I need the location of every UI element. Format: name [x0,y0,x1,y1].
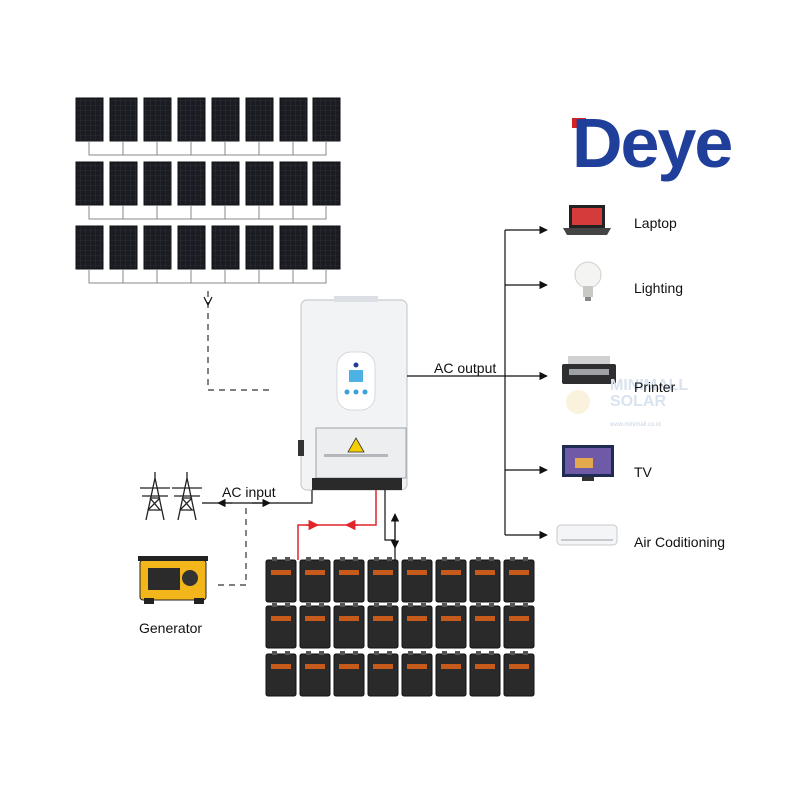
solar-panel [279,97,308,142]
battery-cell [367,557,399,603]
solar-panel [177,225,206,270]
generator-icon [138,556,208,604]
battery-cell [265,603,297,649]
battery-cell [401,557,433,603]
watermark-bottom: SOLAR [610,393,666,410]
battery-cell [333,603,365,649]
battery-cell [367,603,399,649]
ac-input-wiring [202,490,313,586]
battery-cell [435,651,467,697]
solar-panel [312,97,341,142]
solar-panel [312,161,341,206]
solar-panel [75,225,104,270]
solar-panel [143,97,172,142]
battery-cell [401,603,433,649]
battery-cell [299,603,331,649]
solar-panel-array [75,97,341,284]
solar-panel [143,225,172,270]
pv-arrow [203,296,213,306]
solar-panel [211,161,240,206]
battery-cell [469,557,501,603]
printer-icon [562,356,616,384]
pv-dashed-link [207,291,270,391]
battery-cell [333,651,365,697]
solar-panel [109,97,138,142]
load-label-printer: Printer [634,379,676,395]
battery-cell [469,651,501,697]
laptop-icon [563,205,611,235]
load-label-laptop: Laptop [634,215,677,231]
solar-panel [312,225,341,270]
solar-panel [109,225,138,270]
battery-cell [503,557,535,603]
watermark-top: MINIMALL [610,377,689,394]
generator-label: Generator [139,620,203,636]
battery-cell [401,651,433,697]
ac-output-branches [505,225,548,540]
solar-panel [279,225,308,270]
load-label-tv: TV [634,464,652,480]
brand-logo: Deye [572,104,733,182]
battery-bank [265,557,535,697]
watermark-url: www.minimall.co.id [610,422,661,428]
battery-cell [299,557,331,603]
solar-panel [75,161,104,206]
battery-cell [333,557,365,603]
panel-string-wire [88,205,327,220]
battery-cell [435,603,467,649]
load-label-air-conditioning: Air Coditioning [634,534,726,550]
battery-cell [503,603,535,649]
hybrid-inverter [298,296,408,491]
ac-output-label: AC output [434,360,497,376]
grid-tower-icon [140,472,202,521]
battery-cell [435,557,467,603]
battery-cell [503,651,535,697]
light-bulb-icon [574,261,602,301]
watermark: MINIMALL SOLAR [610,378,688,410]
solar-panel [245,97,274,142]
battery-cell [367,651,399,697]
battery-cell [265,557,297,603]
solar-panel [211,97,240,142]
solar-panel [279,161,308,206]
solar-panel [245,161,274,206]
solar-panel [177,97,206,142]
battery-cell [265,651,297,697]
solar-panel [143,161,172,206]
ac-input-label: AC input [222,484,276,500]
dc-battery-wiring [297,490,400,560]
battery-cell [469,603,501,649]
panel-string-wire [88,141,327,156]
solar-panel [75,97,104,142]
tv-icon [562,445,614,481]
air-conditioner-icon [556,524,618,546]
solar-panel [109,161,138,206]
solar-panel [211,225,240,270]
panel-string-wire [88,269,327,284]
load-label-lighting: Lighting [634,280,684,296]
solar-panel [245,225,274,270]
brand-logo-mark [572,118,586,128]
ac-output-bus [407,230,506,535]
solar-panel [177,161,206,206]
watermark-sun [566,390,590,414]
battery-cell [299,651,331,697]
